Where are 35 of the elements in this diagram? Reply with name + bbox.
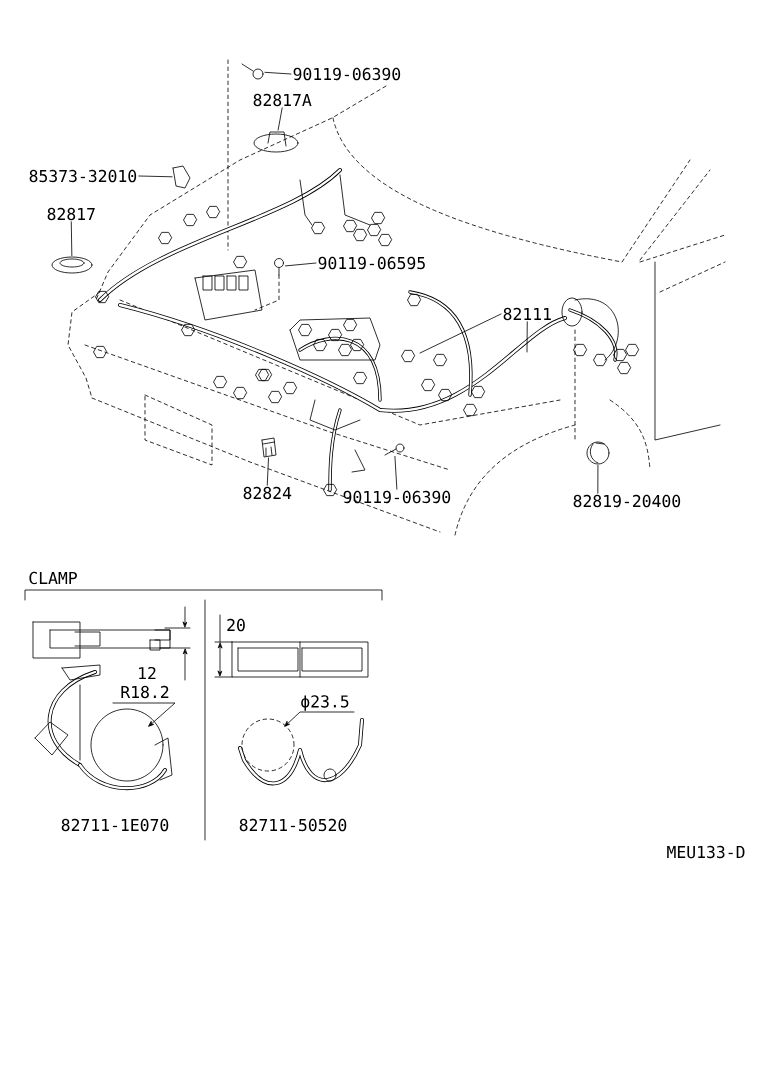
relay-drawing [261,437,277,458]
bolt-drawing [274,258,284,276]
grommet-drawing [51,256,93,274]
dimension-label: 20 [227,618,245,632]
part-number: 82711-50520 [239,818,347,832]
leader-line [526,321,528,353]
leader-line [264,71,292,75]
relay-drawing [253,131,299,153]
part-number: 90119-06390 [343,490,451,504]
leader-line [277,107,283,131]
part-number: 85373-32010 [29,169,137,183]
clip-drawing [172,165,191,189]
part-number: 90119-06390 [293,67,401,81]
part-number: 82824 [243,486,292,500]
leader-line [138,175,173,178]
part-number: 90119-06595 [318,256,425,270]
leader-line [597,465,599,494]
part-number: 82111 [503,307,551,321]
leader-line [266,457,269,486]
leader-line [394,456,398,490]
leader-line [419,313,502,354]
bolt-drawing [241,63,264,80]
leader-line [285,262,317,267]
part-number: 82817 [47,207,95,221]
grommet-drawing [586,441,610,465]
bolt-drawing [384,443,405,456]
part-number: 82817A [253,93,312,107]
leader-line [70,221,73,256]
diagram-code: MEU133-D [667,845,745,859]
dimension-label: ϕ23.5 [301,695,349,711]
section-heading: CLAMP [29,571,77,585]
dimension-label: R18.2 [121,685,169,699]
dimension-label: 12 [139,666,156,680]
part-number: 82711-1E070 [61,818,169,832]
part-number: 82819-20400 [573,494,681,508]
